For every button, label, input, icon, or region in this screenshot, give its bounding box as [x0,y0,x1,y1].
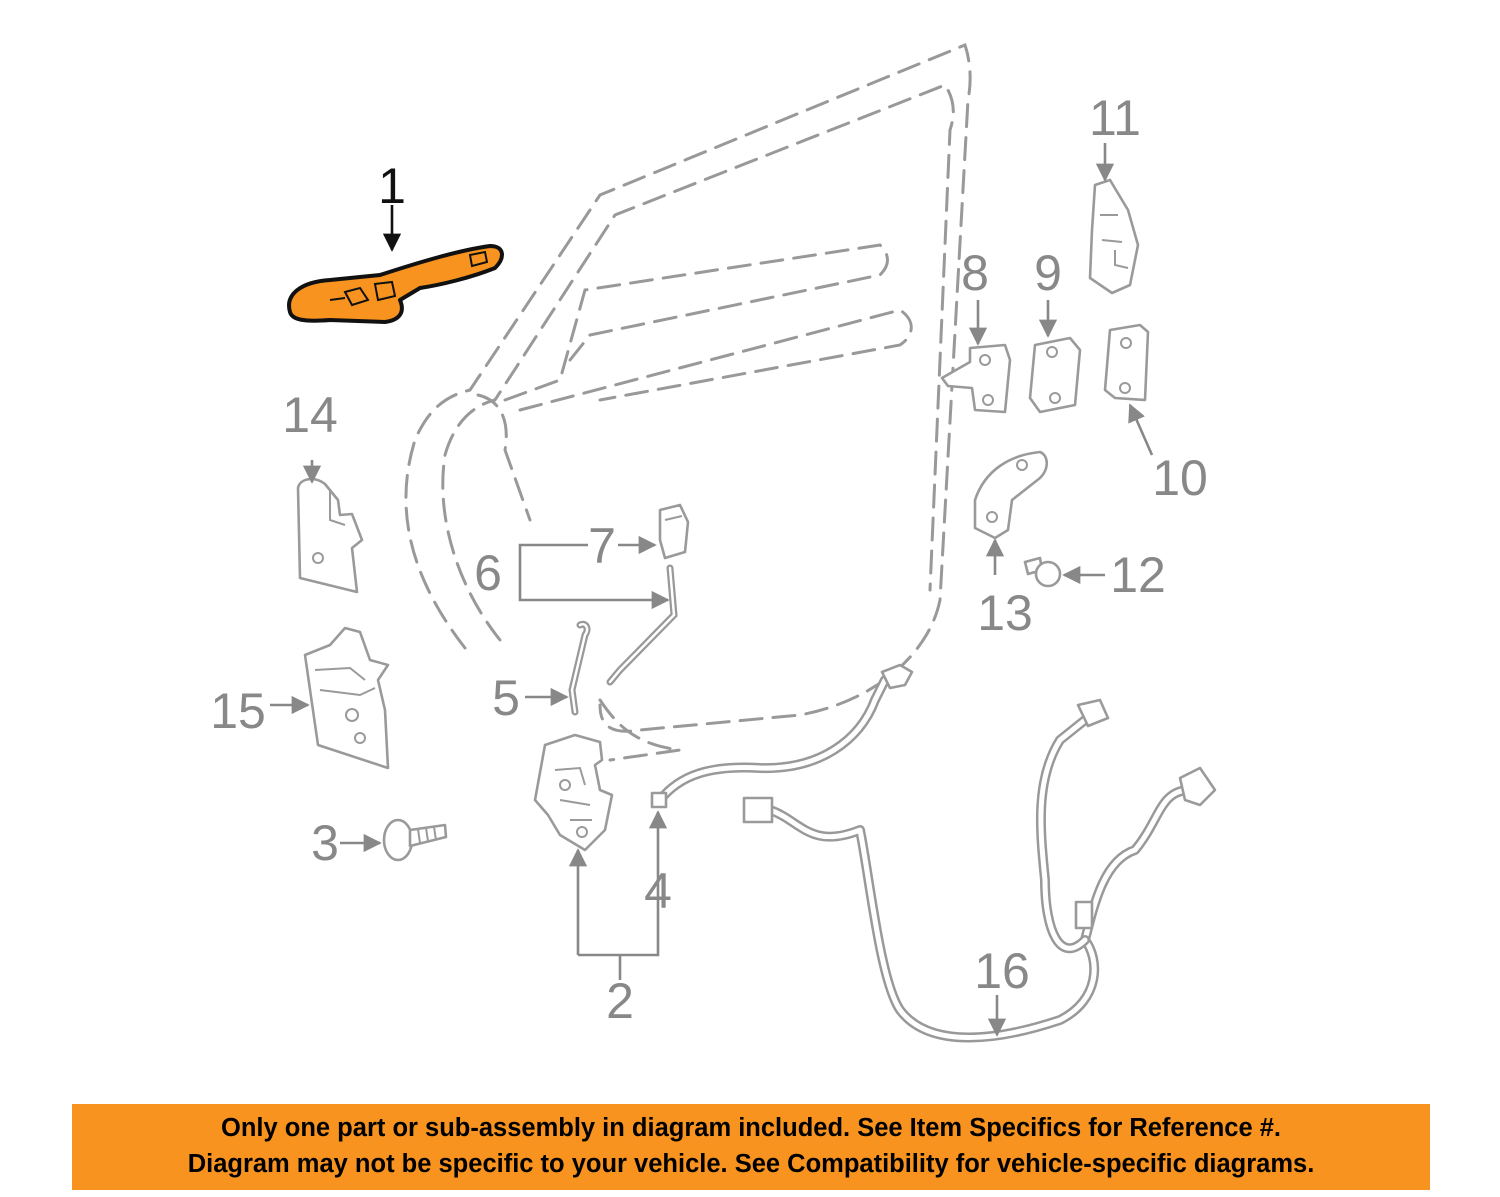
part-10-shim [1103,323,1150,402]
callout-9: 9 [1034,245,1062,301]
callout-14: 14 [282,387,338,443]
callout-8: 8 [961,245,989,301]
part-9-plate [1028,336,1082,414]
callout-11: 11 [1089,90,1141,146]
part-5-rod [568,620,591,716]
door-outline [404,43,972,762]
part-13-hinge-plate [973,450,1049,540]
leader-lines [270,143,1154,1037]
callout-1: 1 [378,158,406,214]
callout-labels: 1 2 3 4 5 6 7 8 9 10 11 12 13 14 15 16 [210,90,1208,1029]
callout-2: 2 [606,973,634,1029]
disclaimer-line-1: Only one part or sub-assembly in diagram… [221,1114,1281,1142]
part-1-outside-handle [287,244,504,324]
disclaimer-line-2: Diagram may not be specific to your vehi… [187,1150,1315,1178]
disclaimer-banner: Only one part or sub-assembly in diagram… [72,1104,1430,1190]
part-4-cable [650,663,914,809]
part-14-bracket [296,477,364,594]
part-12-bolt [1023,556,1062,588]
part-6-rod [606,564,678,686]
callout-4: 4 [644,863,672,919]
callout-7: 7 [588,518,616,574]
part-15-housing [303,626,390,770]
part-16-wiring-harness [742,698,1217,1043]
part-2-latch [533,733,614,852]
part-11-bracket [1088,178,1140,295]
part-7-clip [658,503,690,560]
callout-3: 3 [311,815,339,871]
parts-diagram: 1 2 3 4 5 6 7 8 9 10 11 12 13 14 15 16 [210,43,1217,1043]
callout-15: 15 [210,683,266,739]
callout-5: 5 [492,670,520,726]
callout-12: 12 [1110,547,1166,603]
callout-13: 13 [977,585,1033,641]
part-3-bolt [382,818,448,862]
callout-6: 6 [474,545,502,601]
callout-10: 10 [1152,450,1208,506]
part-8-striker [940,343,1012,414]
callout-16: 16 [974,943,1030,999]
